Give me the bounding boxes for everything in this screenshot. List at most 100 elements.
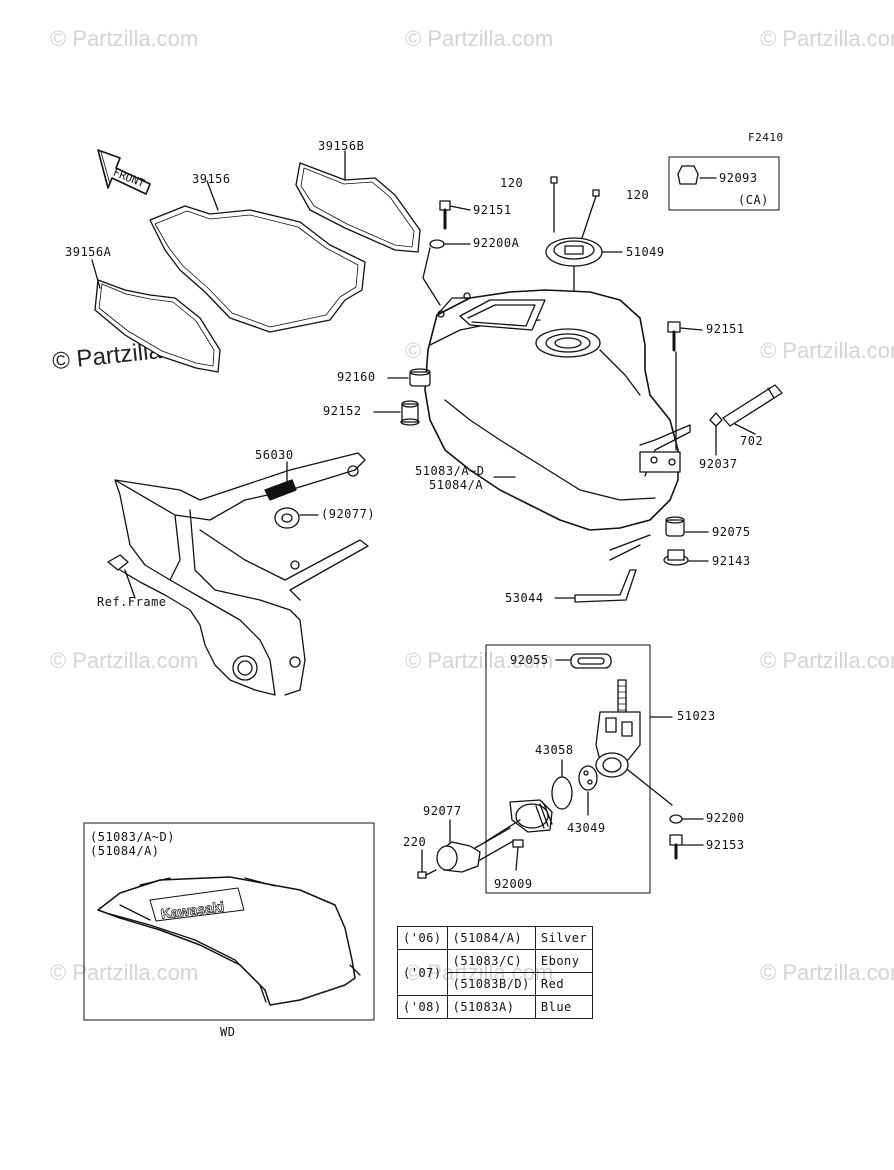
- part-label[interactable]: 39156: [192, 172, 231, 186]
- collar-92152: [373, 400, 420, 426]
- bolt-92153: [669, 834, 704, 860]
- part-label[interactable]: 92160: [337, 370, 376, 384]
- part-cell: (51084/A): [446, 926, 536, 950]
- label-56030: [264, 461, 297, 501]
- nut-92093: [677, 165, 717, 185]
- screw-220: [417, 849, 437, 879]
- part-label[interactable]: 53044: [505, 591, 544, 605]
- table-row: (51083B/D) Red: [398, 972, 594, 996]
- ca-note: (CA): [738, 193, 769, 207]
- year-cell: ('08): [397, 995, 448, 1019]
- year-cell: ('07): [397, 949, 448, 996]
- part-label[interactable]: 702: [740, 434, 764, 448]
- part-label[interactable]: 92152: [323, 404, 362, 418]
- svg-text:Kawasaki: Kawasaki: [160, 898, 225, 922]
- part-cell: (51083B/D): [446, 972, 536, 996]
- ref-frame-label: Ref.Frame: [97, 595, 167, 609]
- part-label[interactable]: 92055: [510, 653, 549, 667]
- filter-43049: [578, 765, 598, 816]
- part-label[interactable]: 39156A: [65, 245, 112, 259]
- color-cell: Silver: [534, 926, 594, 950]
- kawasaki-logo: Kawasaki: [149, 887, 245, 922]
- watermark: © Partzilla.com: [760, 26, 894, 51]
- watermark: © Partzilla.com: [405, 648, 554, 673]
- clip-92037: [709, 412, 723, 456]
- part-label[interactable]: 92009: [494, 877, 533, 891]
- part-cell: (51083/C): [446, 949, 536, 973]
- bolt-92151: [667, 321, 703, 451]
- part-label[interactable]: 92153: [706, 838, 745, 852]
- part-label[interactable]: (92077): [321, 507, 376, 521]
- box-92093: [668, 156, 780, 211]
- front-arrow-icon: FRONT: [97, 149, 151, 195]
- inset-box: [83, 822, 375, 1021]
- part-label[interactable]: 92037: [699, 457, 738, 471]
- cover-39156: [149, 205, 366, 333]
- bolt-92151: [439, 200, 471, 230]
- watermark: © Partzilla.com: [50, 26, 199, 51]
- part-label[interactable]: 92151: [706, 322, 745, 336]
- part-label[interactable]: 220: [403, 835, 427, 849]
- part-label[interactable]: 92093: [719, 171, 758, 185]
- cover-39156A: [94, 279, 221, 373]
- part-label[interactable]: 120: [626, 188, 650, 202]
- o-ring-43058: [551, 759, 573, 810]
- part-label[interactable]: 92143: [712, 554, 751, 568]
- inset-tank: Kawasaki: [97, 876, 361, 1006]
- part-label[interactable]: 92200: [706, 811, 745, 825]
- watermark: © Partzilla.com: [760, 338, 894, 363]
- gasket-92055: [555, 653, 612, 669]
- part-label[interactable]: 92151: [473, 203, 512, 217]
- damper-53044: [554, 534, 651, 603]
- color-cell: Red: [534, 972, 594, 996]
- grommet-92077: [274, 507, 319, 529]
- bolt-120: [550, 176, 558, 233]
- part-label[interactable]: 51049: [626, 245, 665, 259]
- inset-title-line2: (51084/A): [90, 844, 160, 858]
- bolt-120: [581, 189, 600, 239]
- pin-702: [722, 384, 783, 435]
- watermark: © Partzilla.com: [50, 960, 199, 985]
- part-label[interactable]: 92075: [712, 525, 751, 539]
- table-row: ('08) (51083A) Blue: [397, 995, 594, 1019]
- inset-caption: WD: [220, 1025, 236, 1039]
- washer-92200A: [422, 239, 471, 306]
- table-row: ('06) (51084/A) Silver: [397, 926, 594, 950]
- washer-92200: [669, 814, 704, 824]
- box-fuel-cock: [485, 644, 651, 894]
- part-label[interactable]: 120: [500, 176, 524, 190]
- watermark: © Partzilla.com: [760, 648, 894, 673]
- part-label[interactable]: 51083/A~D: [415, 464, 485, 478]
- part-label[interactable]: 51084/A: [429, 478, 484, 492]
- color-cell: Ebony: [534, 949, 594, 973]
- collar-92143: [663, 549, 709, 566]
- figure-code: F2410: [748, 131, 784, 144]
- cover-39156B: [295, 162, 421, 253]
- watermark: © Partzilla.com: [760, 960, 894, 985]
- damper-92075: [665, 516, 709, 537]
- part-label[interactable]: 39156B: [318, 139, 365, 153]
- ref-frame: [107, 452, 369, 696]
- valve-body: [484, 799, 553, 843]
- lever-92077: [436, 819, 516, 873]
- inset-title-line1: (51083/A~D): [90, 830, 175, 844]
- part-label[interactable]: 51023: [677, 709, 716, 723]
- part-label[interactable]: 43049: [567, 821, 606, 835]
- watermark: © Partzilla.com: [50, 648, 199, 673]
- color-cell: Blue: [534, 995, 594, 1019]
- year-cell: ('06): [397, 926, 448, 950]
- part-label[interactable]: 56030: [255, 448, 294, 462]
- fuel-tank: [424, 289, 691, 531]
- screw-92009: [512, 839, 524, 871]
- fuel-cock-51023: [595, 679, 673, 806]
- part-label[interactable]: 92200A: [473, 236, 520, 250]
- part-label[interactable]: 92077: [423, 804, 462, 818]
- part-cell: (51083A): [446, 995, 536, 1019]
- part-label[interactable]: 43058: [535, 743, 574, 757]
- watermark: © Partzilla.com: [405, 26, 554, 51]
- grommet-92160: [387, 368, 431, 387]
- color-table: ('06) (51084/A) Silver ('07) (51083/C) E…: [397, 926, 594, 1019]
- table-row: ('07) (51083/C) Ebony: [397, 949, 594, 996]
